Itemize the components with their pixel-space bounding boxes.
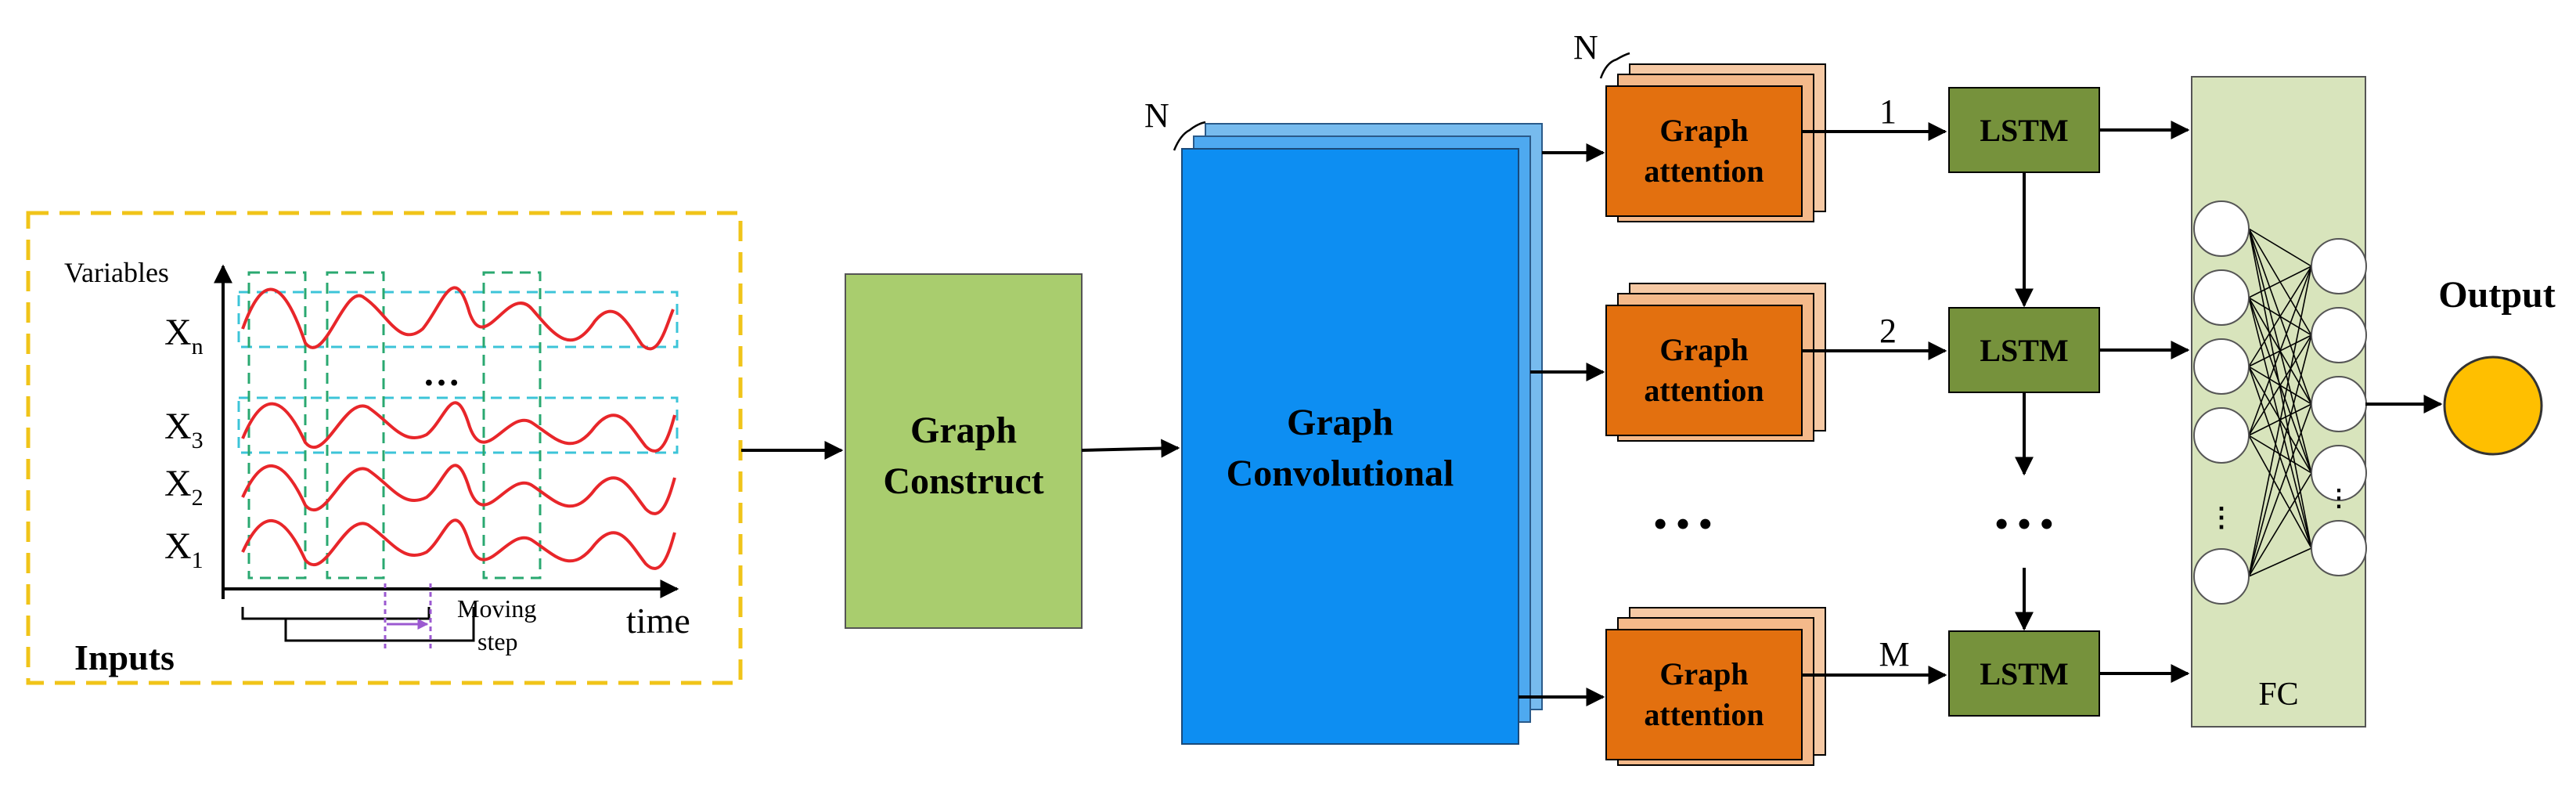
attention-2-box <box>1605 305 1803 436</box>
moving-step-label-line2: step <box>477 627 518 655</box>
fc-connection-1-1 <box>2248 228 2312 267</box>
graph-conv-stack: Graph Convolutional N <box>1144 96 1543 745</box>
arrow-construct-to-conv <box>1081 439 1180 458</box>
lstm-label-m: LSTM <box>1980 656 2068 691</box>
attention-2-label-line2: attention <box>1644 373 1764 408</box>
fc-node-left-4 <box>2193 407 2250 464</box>
fc-node-left-3 <box>2193 338 2250 395</box>
attention-stack-label: N <box>1573 28 1598 67</box>
attention-m-label-line1: Graph <box>1659 656 1748 691</box>
fc-connection-3-1 <box>2248 265 2312 367</box>
time-window-2 <box>326 271 385 580</box>
fc-node-right-5 <box>2311 520 2367 576</box>
lstm-label-2: LSTM <box>1980 333 2068 368</box>
fc-connection-2-1 <box>2248 265 2312 298</box>
inputs-title: Inputs <box>74 637 175 677</box>
attention-ellipsis: • • • <box>1654 504 1712 545</box>
conv-label-line2: Convolutional <box>1227 453 1454 494</box>
window-bracket-1 <box>241 607 431 620</box>
wave-x2 <box>241 464 676 515</box>
attention-branch-2: Graph attention 2 <box>1530 283 1947 442</box>
attention-2-label-line1: Graph <box>1659 332 1748 367</box>
branch-label-2: 2 <box>1879 312 1897 350</box>
lstm-column: LSTM LSTM LSTM • • • <box>1948 87 2190 717</box>
graph-construct-block: Graph Construct <box>845 273 1083 629</box>
attention-1-label-line2: attention <box>1644 153 1764 189</box>
conv-stack-label: N <box>1144 96 1169 135</box>
fc-left-vdots: ⋮ <box>2208 504 2235 533</box>
wave-xn <box>241 286 675 351</box>
fc-connection-5-4 <box>2248 472 2312 577</box>
var-label-x2: X2 <box>164 463 204 511</box>
attention-1-box <box>1605 85 1803 217</box>
graph-construct-box <box>845 273 1083 629</box>
lstm-ellipsis: • • • <box>1995 504 2053 545</box>
fc-node-right-2 <box>2311 307 2367 363</box>
output-node <box>2443 356 2543 456</box>
fc-connection-5-1 <box>2248 265 2312 577</box>
conv-label-line1: Graph <box>1287 402 1393 443</box>
fc-node-left-2 <box>2193 269 2250 326</box>
attention-1-label-line1: Graph <box>1659 113 1748 148</box>
moving-step-label-line1: Moving <box>457 594 536 623</box>
window-bracket-2 <box>284 607 475 642</box>
conv-stack-brace <box>1173 121 1206 151</box>
var-label-xn: Xn <box>164 312 204 359</box>
graph-construct-label-line2: Construct <box>883 460 1043 502</box>
conv-layer-front <box>1181 148 1519 745</box>
fc-node-right-4 <box>2311 445 2367 501</box>
attention-branch-1: Graph attention N 1 <box>1542 28 1947 222</box>
branch-label-1: 1 <box>1879 92 1897 131</box>
lstm-label-1: LSTM <box>1980 113 2068 148</box>
attention-branch-m: Graph attention M <box>1519 607 1947 766</box>
fc-connections <box>2248 228 2312 577</box>
var-label-x1: X1 <box>164 525 204 573</box>
wave-x3 <box>241 401 676 453</box>
fc-connection-4-1 <box>2248 265 2312 436</box>
fc-node-left-1 <box>2193 200 2250 257</box>
attention-m-label-line2: attention <box>1644 697 1764 732</box>
fc-connection-5-3 <box>2248 403 2312 577</box>
wave-x1 <box>241 518 676 570</box>
inputs-panel: Variables time Xn X3 X2 X1 … <box>26 211 743 685</box>
y-axis-label: Variables <box>64 257 169 288</box>
variable-window-xn <box>237 291 679 348</box>
variable-window-x3 <box>237 396 679 454</box>
inputs-border <box>26 211 743 685</box>
lstm-box-2 <box>1948 307 2100 393</box>
time-window-1 <box>247 271 307 580</box>
fc-node-left-5 <box>2193 548 2250 605</box>
fc-connection-4-2 <box>2248 334 2312 436</box>
fc-nodes: ⋮ ⋮ <box>2193 200 2367 605</box>
fc-node-right-3 <box>2311 376 2367 432</box>
variables-ellipsis: … <box>423 352 460 394</box>
var-label-x3: X3 <box>164 406 204 453</box>
graph-construct-label-line1: Graph <box>910 410 1017 451</box>
time-window-3 <box>482 271 542 580</box>
fc-node-right-1 <box>2311 238 2367 294</box>
fc-connection-1-5 <box>2248 228 2312 549</box>
fc-panel: ⋮ ⋮ FC <box>2191 76 2367 728</box>
x-axis-label: time <box>626 601 690 641</box>
output-block: Output <box>2365 274 2556 456</box>
branch-label-m: M <box>1879 635 1909 673</box>
attention-stack-brace <box>1599 52 1630 79</box>
attention-m-box <box>1605 629 1803 760</box>
fc-right-vdots: ⋮ <box>2327 486 2351 511</box>
output-label: Output <box>2438 274 2555 316</box>
fc-connection-5-2 <box>2248 334 2312 577</box>
fc-label: FC <box>2258 677 2298 713</box>
fc-connection-5-5 <box>2248 547 2312 577</box>
